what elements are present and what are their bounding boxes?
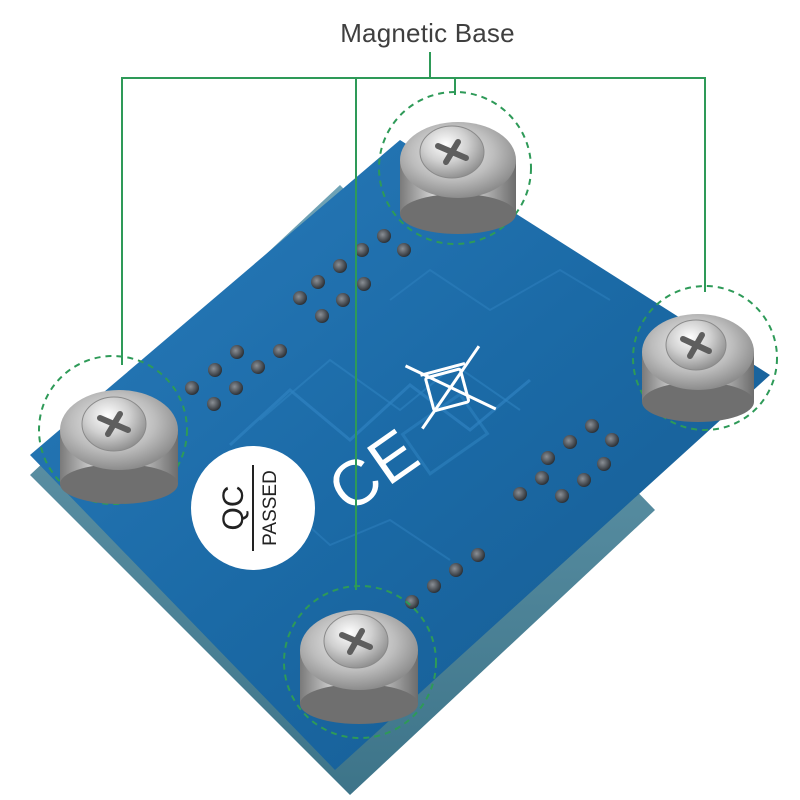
phillips-screw-icon [323,613,389,669]
phillips-screw-icon [81,396,147,452]
crossed-bin-icon [404,345,497,430]
magnet-bottom [300,610,418,724]
phillips-screw-icon [665,319,727,371]
magnet-left [60,390,178,504]
qc-sticker-line1: QC [217,486,250,531]
magnet-top [400,122,516,234]
callout-connector-lines [121,52,706,590]
qc-sticker-line2: PASSED [260,470,281,546]
solder-pad-array [185,229,619,609]
callout-label: Magnetic Base [340,18,515,48]
qc-passed-sticker: QC PASSED [191,446,315,570]
highlight-circles [38,91,778,739]
magnet-right [642,314,754,422]
phillips-screw-icon [419,125,485,179]
